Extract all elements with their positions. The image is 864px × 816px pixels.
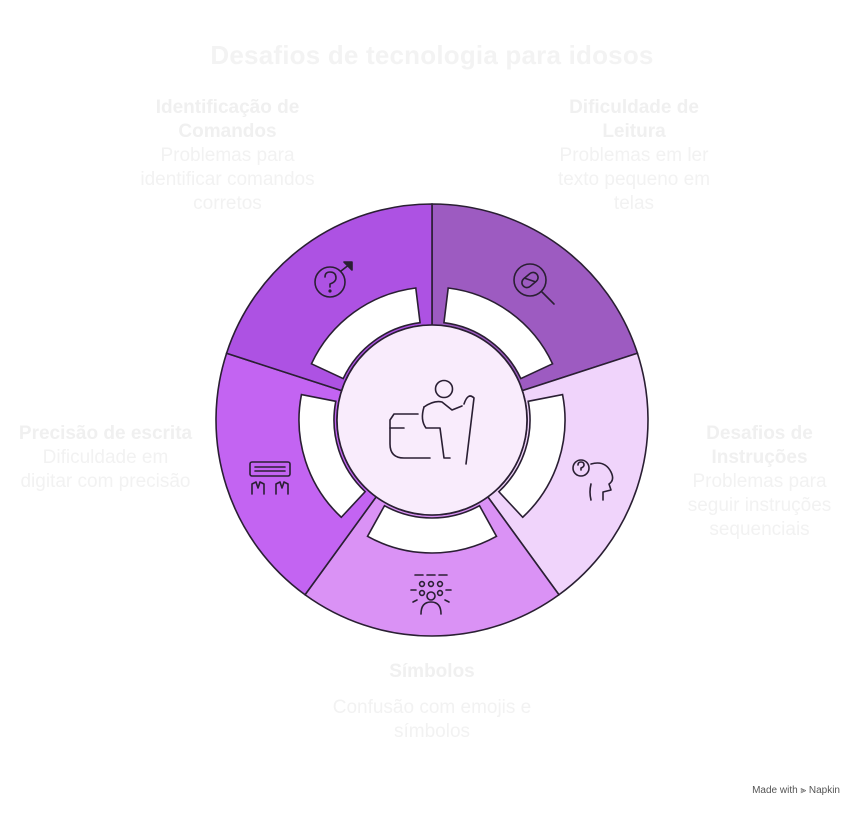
center-circle	[336, 324, 528, 516]
napkin-footer: Made with ⫸ Napkin	[752, 785, 840, 796]
label-simbolos: Símbolos Confusão com emojis e símbolos	[330, 660, 534, 744]
label-heading: Identificação de Comandos	[155, 97, 300, 142]
elderly-person-icon	[389, 379, 475, 465]
label-description: Confusão com emojis e símbolos	[332, 697, 532, 742]
label-description: Problemas para identificar comandos corr…	[140, 145, 315, 214]
diagram-title: Desafios de tecnologia para idosos	[210, 40, 654, 70]
question-gender-icon	[314, 261, 353, 298]
ring-piece-3	[366, 504, 498, 554]
keyboard-hands-icon	[249, 461, 291, 495]
ring-piece-4	[298, 393, 367, 519]
label-precisao: Precisão de escrita Dificuldade em digit…	[18, 422, 193, 494]
label-leitura: Dificuldade de Leitura Problemas em ler …	[550, 96, 718, 216]
label-description: Dificuldade em digitar com precisão	[20, 447, 191, 492]
label-description: Problemas para seguir instruções sequenc…	[687, 471, 832, 540]
label-description: Problemas em ler texto pequeno em telas	[557, 145, 711, 214]
label-identificacao: Identificação de Comandos Problemas para…	[140, 96, 315, 216]
person-symbols-icon	[410, 574, 452, 615]
label-heading: Dificuldade de Leitura	[569, 97, 699, 142]
label-heading: Precisão de escrita	[18, 423, 193, 444]
label-heading: Desafios de Instruções	[706, 423, 813, 468]
head-question-icon	[572, 459, 614, 501]
ring-piece-1	[443, 287, 554, 380]
label-instrucoes: Desafios de Instruções Problemas para se…	[672, 422, 847, 542]
ring-piece-2	[497, 393, 566, 519]
label-heading: Símbolos	[389, 661, 475, 682]
ring-piece-5	[310, 287, 421, 380]
magnifier-pill-icon	[513, 263, 555, 305]
